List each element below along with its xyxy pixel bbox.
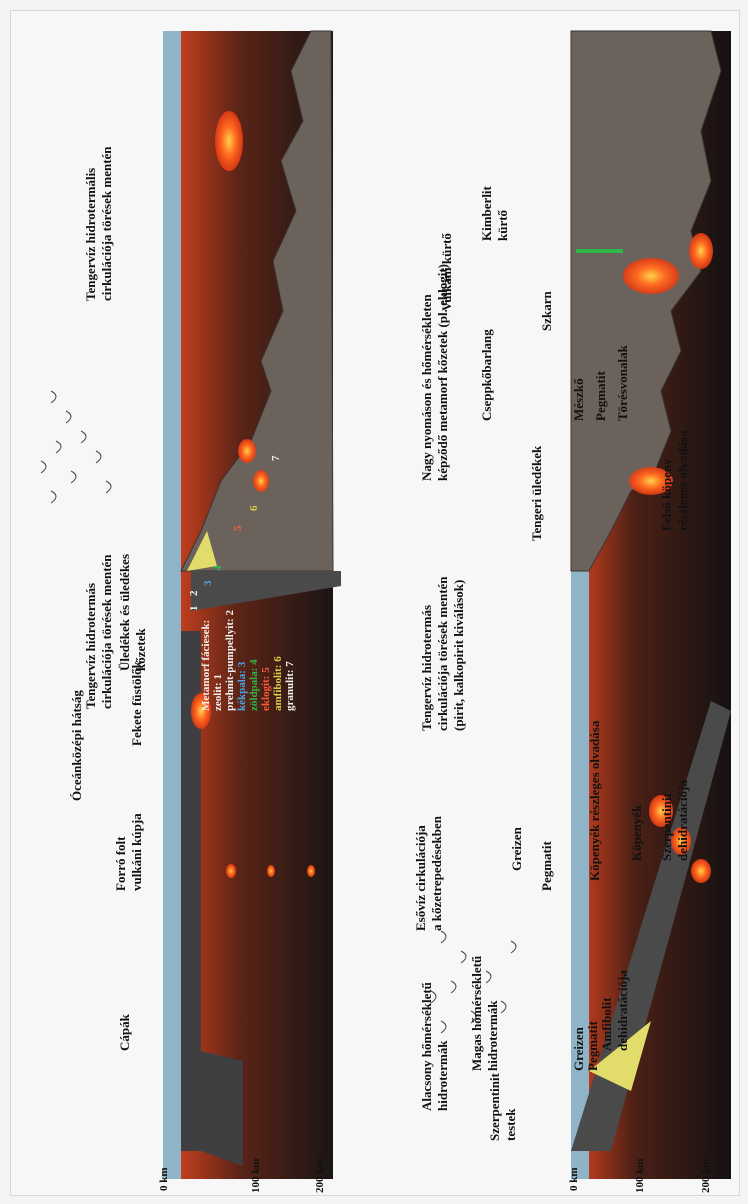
label-kimberlit-2: kürtő (495, 209, 510, 241)
facies-number-7: 7 (270, 455, 282, 461)
facies-title: Metamorf fáciesek: (200, 620, 212, 711)
label-tengerviz-3: (pirit, kalkopirit kiválások) (451, 580, 466, 731)
label-tengerviz2-2: cirkulációja törések mentén (99, 146, 114, 301)
label-felso-kopeny-2: részleges olvadása (675, 430, 690, 531)
label-magas-2: hidrotermák (485, 1000, 500, 1071)
label-szerpentinit-dehid-1: Szerpentinit (659, 792, 674, 861)
label-uledekek-1: Üledékek és üledékes (117, 554, 132, 671)
label-szerpentinit-testek-2: testek (503, 1108, 518, 1141)
facies-5: amfibolit: 6 (272, 656, 284, 711)
lower-axis-0: 0 km (568, 1167, 580, 1191)
lower-axis-100: 100 km (634, 1158, 646, 1193)
upper-axis-200: 200 km (314, 1158, 326, 1193)
label-fekete: Fekete füstölők (129, 660, 144, 746)
label-kopenyek: Köpenyék (629, 804, 644, 861)
label-cseppkobarlang: Cseppkőbarlang (479, 329, 494, 421)
facies-0: zeolit: 1 (212, 674, 224, 711)
label-toresvonalak: Törésvonalak (615, 344, 630, 421)
facies-number-4: 4 (212, 565, 224, 571)
label-uledekek-2: kőzetek (133, 628, 148, 671)
label-amfibolit-1: Amfibolit (599, 997, 614, 1051)
facies-3: zöldpala: 4 (248, 659, 260, 711)
label-oceankozepi: Óceánközépi hátság (69, 690, 84, 801)
label-capak: Cápák (117, 1013, 132, 1051)
label-nagy-nyomason-1: Nagy nyomáson és hőmérsékleten (419, 294, 434, 481)
label-alacsony-2: hidrotermák (435, 1040, 450, 1111)
vulkani-kurto-magma (623, 258, 679, 294)
arc-magma-2 (253, 470, 269, 492)
label-pegmatit-a: Pegmatit (585, 1021, 600, 1071)
facies-2: kékpala: 3 (236, 661, 248, 711)
label-pegmatit-c: Pegmatit (593, 371, 608, 421)
facies-1: prehnit-pumpellyit: 2 (224, 610, 236, 711)
hotspot-magma-3 (307, 865, 315, 877)
facies-4: eklogit: 5 (260, 667, 272, 711)
facies-number-5: 5 (232, 525, 244, 531)
label-amfibolit-2: dehidratációja (615, 970, 630, 1051)
label-kopenyek-olvadasa: Köpenyék részleges olvadása (587, 720, 602, 881)
facies-number-1: 1 (188, 606, 200, 612)
upper-plume (41, 391, 111, 503)
label-alacsony-1: Alacsony hőmérsékletű (419, 982, 434, 1111)
upper-axis-100: 100 km (250, 1158, 262, 1193)
arc-magma-1 (238, 439, 256, 463)
label-forro-folt-2: vulkáni kúpja (129, 813, 144, 891)
label-kimberlit-1: Kimberlit (479, 185, 494, 241)
geology-diagram: 0 km 100 km 200 km Cápák Forró folt vulk… (11, 11, 739, 1195)
label-magas-1: Magas hőmérsékletű (469, 956, 484, 1071)
label-tengerviz-1: Tengervíz hidrotermás (419, 605, 434, 731)
label-szerpentinit-testek-1: Szerpentinit (487, 1072, 502, 1141)
label-esoviz-2: a kőzetrepedésekben (429, 815, 444, 931)
label-szkarn: Szkarn (539, 291, 554, 332)
deep-magma (689, 233, 713, 269)
label-meszko: Mészkő (571, 378, 586, 421)
figure-frame: 0 km 100 km 200 km Cápák Forró folt vulk… (10, 10, 740, 1196)
back-arc-magma (215, 111, 243, 171)
facies-6: granulit: 7 (284, 661, 296, 711)
upper-axis-0: 0 km (158, 1167, 170, 1191)
label-tengerviz1-1: Tengervíz hidrotermás (83, 583, 98, 709)
lower-axis-200: 200 km (700, 1158, 712, 1193)
hotspot-magma-2 (267, 865, 275, 877)
label-szerpentinit-dehid-2: dehidratációja (675, 780, 690, 861)
label-esoviz-1: Esővíz cirkulációja (413, 825, 428, 931)
label-forro-folt-1: Forró folt (113, 836, 128, 891)
upper-sea (163, 31, 181, 1179)
facies-number-6: 6 (248, 505, 260, 511)
hotspot-magma-1 (226, 864, 236, 878)
label-tengerviz1-2: cirkulációja törések mentén (99, 554, 114, 709)
label-felso-kopeny-1: Felső köpeny (659, 458, 674, 531)
facies-number-3: 3 (202, 580, 214, 586)
label-pegmatit-b: Pegmatit (539, 841, 554, 891)
upper-slab-left (201, 1051, 243, 1166)
label-greizen-a: Greizen (571, 1026, 586, 1071)
arc-magma-c (691, 859, 711, 883)
facies-number-2: 2 (188, 590, 200, 596)
label-vulkani-kurto: Vulkáni kürtő (439, 233, 454, 311)
label-greizen-b: Greizen (509, 826, 524, 871)
label-tengeri-uledekek: Tengeri üledékek (529, 445, 544, 541)
label-tengerviz2-1: Tengervíz hidrotermális (83, 168, 98, 301)
label-tengerviz-2: cirkulációja törések mentén (435, 576, 450, 731)
